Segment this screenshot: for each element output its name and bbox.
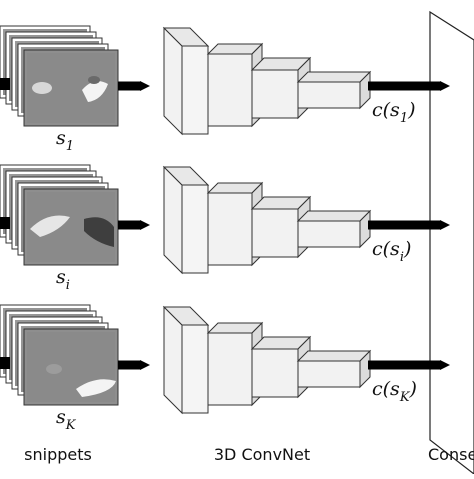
- consensus-plane: [429, 10, 474, 475]
- caption-snippets: snippets: [24, 445, 92, 464]
- caption-consensus: Conse: [428, 445, 474, 464]
- snippet-frames: [0, 25, 119, 127]
- convnet-block: [162, 26, 210, 136]
- pipeline-row: si c(si): [0, 164, 450, 293]
- caption-3d-convnet: 3D ConvNet: [214, 445, 310, 464]
- snippet-label: sK: [56, 406, 77, 433]
- feature-label: c(s1): [372, 99, 416, 126]
- snippet-label: s1: [56, 127, 74, 154]
- snippet-label: si: [56, 266, 70, 293]
- convnet-block: [162, 165, 210, 275]
- convnet-block: [162, 305, 210, 415]
- convnet: [162, 305, 372, 415]
- pipeline-row: s1 c(s1): [0, 25, 450, 154]
- snippet-frames: [0, 304, 119, 406]
- convnet: [162, 165, 372, 275]
- pipeline-row: sK c(sK): [0, 304, 450, 433]
- feature-label: c(si): [372, 238, 411, 265]
- convnet: [162, 26, 372, 136]
- snippet-frames: [0, 164, 119, 266]
- feature-label: c(sK): [372, 378, 417, 405]
